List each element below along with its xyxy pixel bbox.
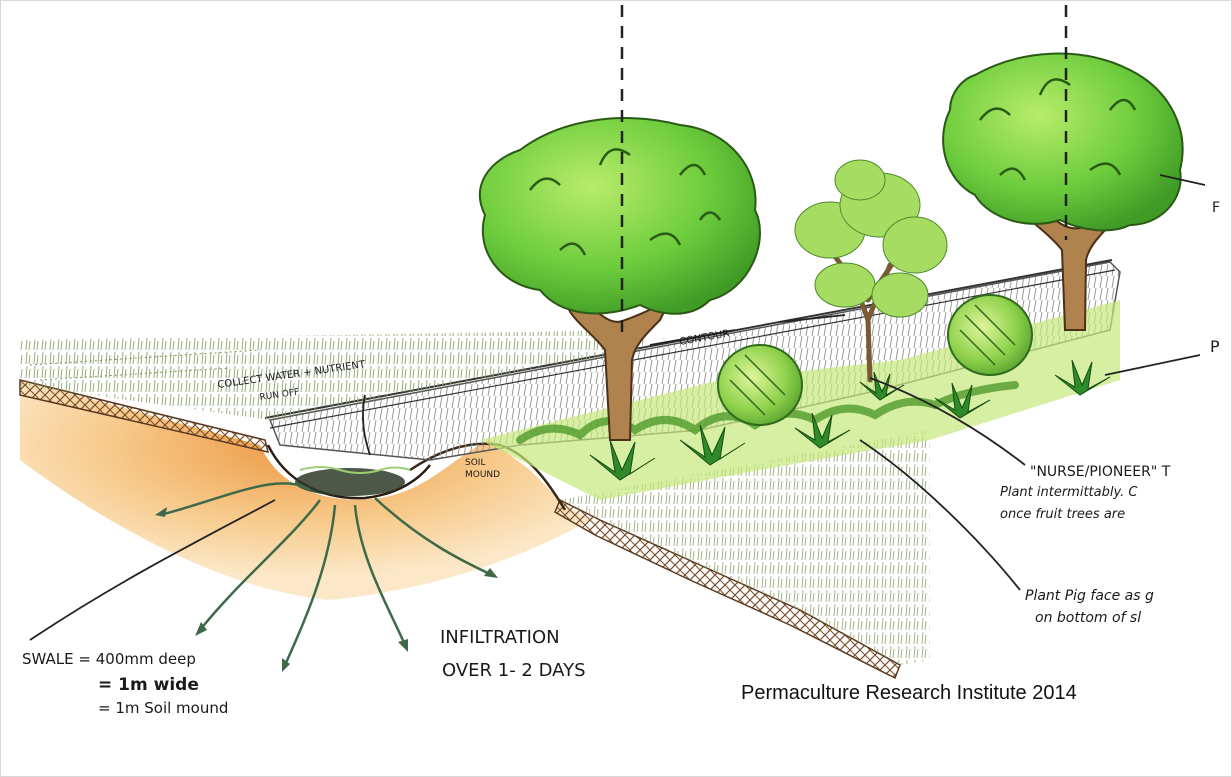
bush-1 <box>718 345 802 425</box>
label-plant-intermittently: Plant intermittably. C <box>1000 485 1138 500</box>
label-pigface-1: Plant Pig face as g <box>1025 588 1154 604</box>
label-infiltration-1: INFILTRATION <box>440 627 560 648</box>
label-infiltration-2: OVER 1- 2 DAYS <box>442 660 586 681</box>
label-swale-1: SWALE = 400mm deep <box>22 650 196 668</box>
label-swale-2: = 1m wide <box>98 675 199 695</box>
label-soil: SOIL <box>465 458 485 468</box>
label-nurse-pioneer: "NURSE/PIONEER" T <box>1030 464 1171 480</box>
label-mound: MOUND <box>465 470 500 480</box>
label-edge-p: P <box>1210 337 1220 356</box>
label-edge-f: F <box>1212 200 1220 216</box>
label-once-fruit-trees: once fruit trees are <box>1000 507 1125 522</box>
credit-caption: Permaculture Research Institute 2014 <box>741 682 1077 705</box>
bush-2 <box>948 295 1032 375</box>
label-swale-3: = 1m Soil mound <box>98 699 228 717</box>
label-pigface-2: on bottom of sl <box>1035 610 1141 626</box>
